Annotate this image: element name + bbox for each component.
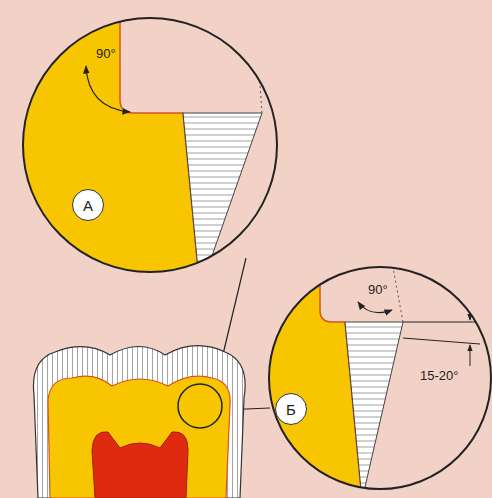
letter-circle: А bbox=[72, 189, 104, 221]
letter-circle: Б bbox=[275, 393, 307, 425]
angle-label: 90° bbox=[96, 46, 116, 61]
angle-label: 90° bbox=[368, 282, 388, 297]
angle-label: 15-20° bbox=[420, 368, 458, 383]
figure-letter: Б bbox=[286, 401, 296, 418]
detail-circle bbox=[178, 384, 222, 428]
figure-letter: А bbox=[83, 197, 93, 214]
molar-tooth bbox=[33, 346, 245, 498]
